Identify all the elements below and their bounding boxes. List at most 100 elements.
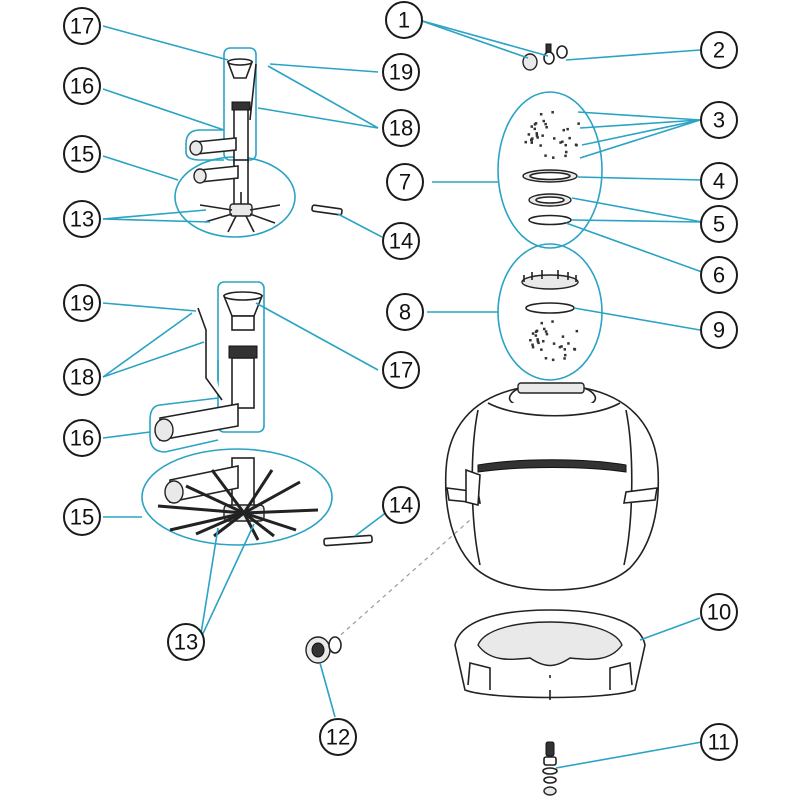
nozzle-dot [562,128,565,132]
callout-label: 10 [707,600,731,625]
nozzle-dot [561,335,565,338]
nozzle-dot [567,342,570,345]
lateral-arm [169,511,245,532]
nozzle-dot [530,141,533,144]
nozzle-dot [542,119,545,123]
callout-label: 2 [713,38,725,63]
callout-label: 17 [389,358,413,383]
nozzle-dot [534,334,538,337]
nozzle-dot [541,134,544,137]
nozzle-dot [544,330,548,333]
nozzle-dot [551,111,554,114]
callout-1: 1 [385,1,423,39]
callout-14-top: 14 [382,222,420,260]
lateral-arm [243,480,301,515]
nozzle-dot [533,127,536,131]
nozzle-dot [540,348,543,351]
nozzle-dot [544,357,548,360]
nozzle-dot [545,126,548,129]
callout-label: 16 [70,426,94,451]
callout-label: 3 [713,108,725,133]
nozzle-dot [553,137,556,140]
callout-7: 7 [386,163,424,201]
callout-17-top: 17 [63,7,101,45]
nozzle-dot [566,127,569,131]
lateral-arm [157,504,245,515]
nozzle-dot [536,340,540,343]
callout-label: 13 [70,207,94,232]
callout-19-top: 19 [382,53,420,91]
callout-6: 6 [700,256,738,294]
lateral-arm [213,511,245,538]
nozzle-dot [559,141,562,144]
lateral-arm [242,469,274,514]
lateral-arm [243,508,319,515]
callout-16-lower: 16 [63,419,101,457]
callout-label: 1 [398,8,410,33]
callout-3: 3 [700,101,738,139]
lateral-small [311,204,343,216]
nozzle-dot [527,133,531,136]
callout-4: 4 [700,162,738,200]
callout-13-lower: 13 [167,623,205,661]
callout-13-top: 13 [63,200,101,238]
callout-label: 16 [70,74,94,99]
nozzle-dot [551,358,555,362]
drain-plug [305,519,471,664]
callout-17-lower: 17 [382,351,420,389]
nozzle-dot [535,134,539,137]
callout-9: 9 [700,311,738,349]
filter-tank [444,382,660,591]
callout-14-lower: 14 [382,486,420,524]
nozzle-dot [531,332,535,335]
nozzle-dot [552,342,556,345]
callout-label: 19 [389,60,413,85]
nozzle-dot [552,156,555,159]
collector-large [141,281,333,546]
callout-18-lower: 18 [63,358,101,396]
nozzle-dot [531,345,535,349]
nozzle-dot [544,122,547,126]
callout-5: 5 [700,205,738,243]
nozzle-dot [575,144,578,147]
nozzle-dot [539,144,542,147]
nozzle-dot [558,345,562,349]
nozzle-dot [534,122,538,125]
callout-label: 18 [70,365,94,390]
nozzle-dot [575,329,579,333]
nozzle-dot [536,338,539,341]
nozzle-dot [529,339,532,342]
nozzle-dot [535,329,539,333]
lateral-arm [243,511,297,532]
drain-fitting [542,741,558,796]
nozzle-dot [560,345,563,348]
nozzle-dot [530,138,533,142]
nozzle-dot [535,132,538,135]
callout-18-top: 18 [382,109,420,147]
nozzle-dot [524,140,527,144]
callout-16-top: 16 [63,67,101,105]
nozzle-dot [544,154,547,157]
nozzle-dot [542,340,545,343]
nozzle-dot [561,140,564,143]
callout-19-lower: 19 [63,284,101,322]
callout-label: 5 [713,212,725,237]
nozzle-dot [531,137,534,140]
lateral-arm [195,511,245,536]
nozzle-dot [540,321,543,325]
nozzle-dot [568,136,571,140]
callout-2: 2 [700,31,738,69]
callout-label: 12 [326,725,350,750]
callout-label: 11 [708,730,731,755]
bracket-assembly [497,243,603,381]
nozzle-dot [530,125,533,128]
nozzle-dot [564,143,567,147]
nozzle-dot [531,343,534,346]
callout-label: 15 [70,142,94,167]
nozzle-dot [565,150,568,154]
callout-label: 17 [70,14,94,39]
callout-label: 14 [389,229,413,254]
nozzle-dot [564,154,567,158]
callout-label: 4 [713,169,725,194]
